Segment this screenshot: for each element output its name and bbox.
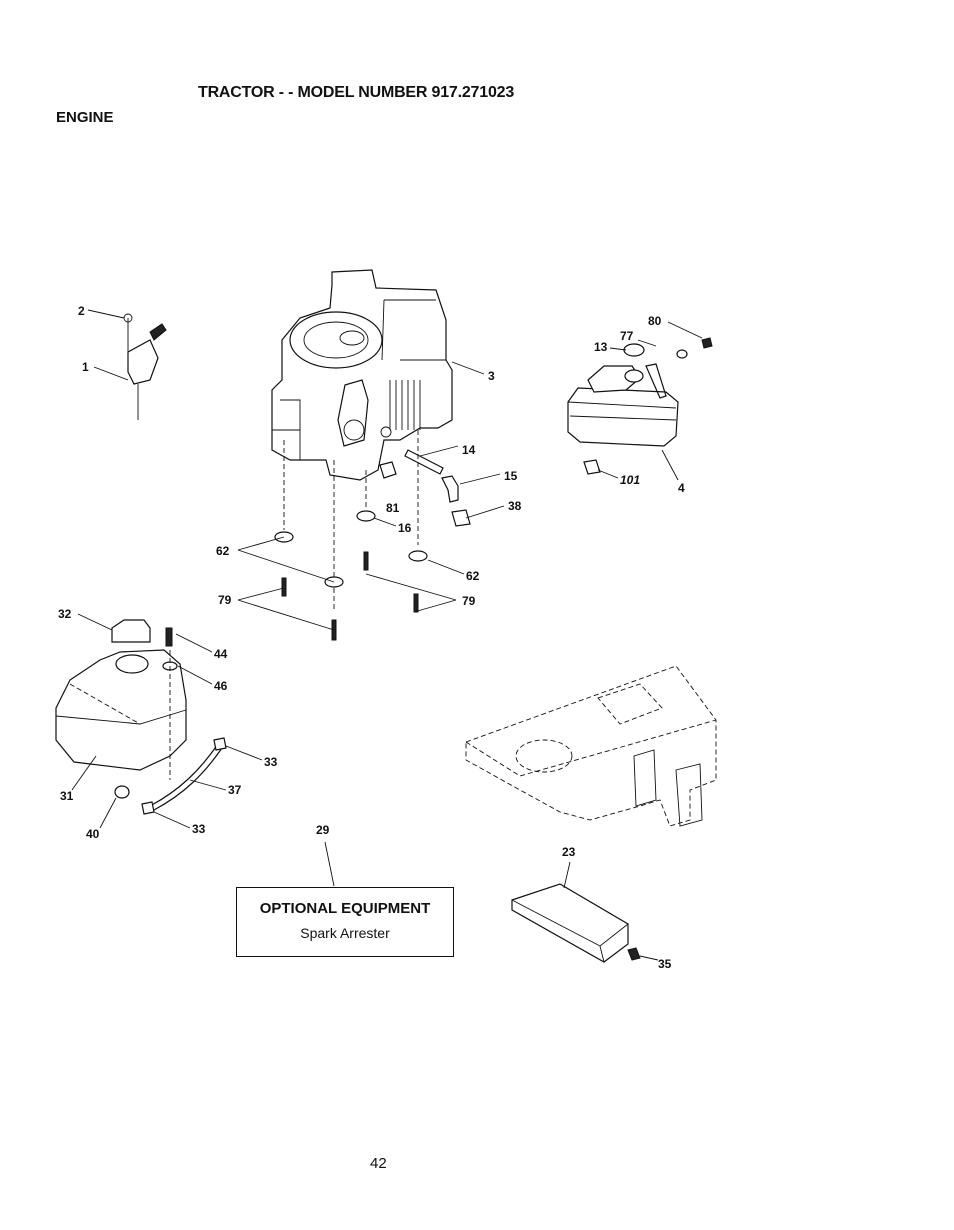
- engine-mounting-hardware: [237, 430, 465, 641]
- page-title: TRACTOR - - MODEL NUMBER 917.271023: [198, 84, 515, 101]
- label-part-40: 40: [86, 827, 100, 841]
- label-part-33-lower: 33: [192, 822, 206, 836]
- label-part-32: 32: [58, 607, 72, 621]
- label-part-44: 44: [214, 647, 228, 661]
- label-part-13: 13: [594, 340, 608, 354]
- label-part-79-right: 79: [462, 594, 476, 608]
- page-number: 42: [370, 1155, 387, 1172]
- label-part-46: 46: [214, 679, 228, 693]
- label-part-3: 3: [488, 369, 495, 383]
- label-part-81: 81: [386, 501, 400, 515]
- optional-equipment-title: OPTIONAL EQUIPMENT: [259, 900, 431, 917]
- label-part-4: 4: [678, 481, 685, 495]
- fuel-tank-assembly: [55, 613, 213, 791]
- part-29-leader: [324, 841, 335, 887]
- label-part-80: 80: [648, 314, 662, 328]
- spark-arrester-shield: [511, 861, 659, 963]
- label-part-16: 16: [398, 521, 412, 535]
- engine-block: [271, 269, 485, 481]
- label-part-79-left: 79: [218, 593, 232, 607]
- label-part-14: 14: [462, 443, 476, 457]
- label-part-38: 38: [508, 499, 522, 513]
- optional-equipment-item: Spark Arrester: [300, 925, 390, 941]
- label-part-31: 31: [60, 789, 74, 803]
- label-part-15: 15: [504, 469, 518, 483]
- fuel-line-and-clamps: [99, 737, 263, 829]
- throttle-control-assembly: [87, 309, 167, 420]
- label-part-2: 2: [78, 304, 85, 318]
- label-part-35: 35: [658, 957, 672, 971]
- label-part-37: 37: [228, 783, 242, 797]
- fuel-fittings: [379, 445, 505, 527]
- label-part-33-upper: 33: [264, 755, 278, 769]
- label-part-77: 77: [620, 329, 634, 343]
- label-part-1: 1: [82, 360, 89, 374]
- label-part-101: 101: [620, 473, 640, 487]
- optional-equipment-box: OPTIONAL EQUIPMENT Spark Arrester: [236, 887, 454, 957]
- chassis-frame: [465, 665, 717, 827]
- section-heading: ENGINE: [56, 109, 114, 126]
- label-part-62-right: 62: [466, 569, 480, 583]
- muffler-assembly: [567, 321, 713, 481]
- label-part-23: 23: [562, 845, 576, 859]
- label-part-29: 29: [316, 823, 330, 837]
- label-part-62-left: 62: [216, 544, 230, 558]
